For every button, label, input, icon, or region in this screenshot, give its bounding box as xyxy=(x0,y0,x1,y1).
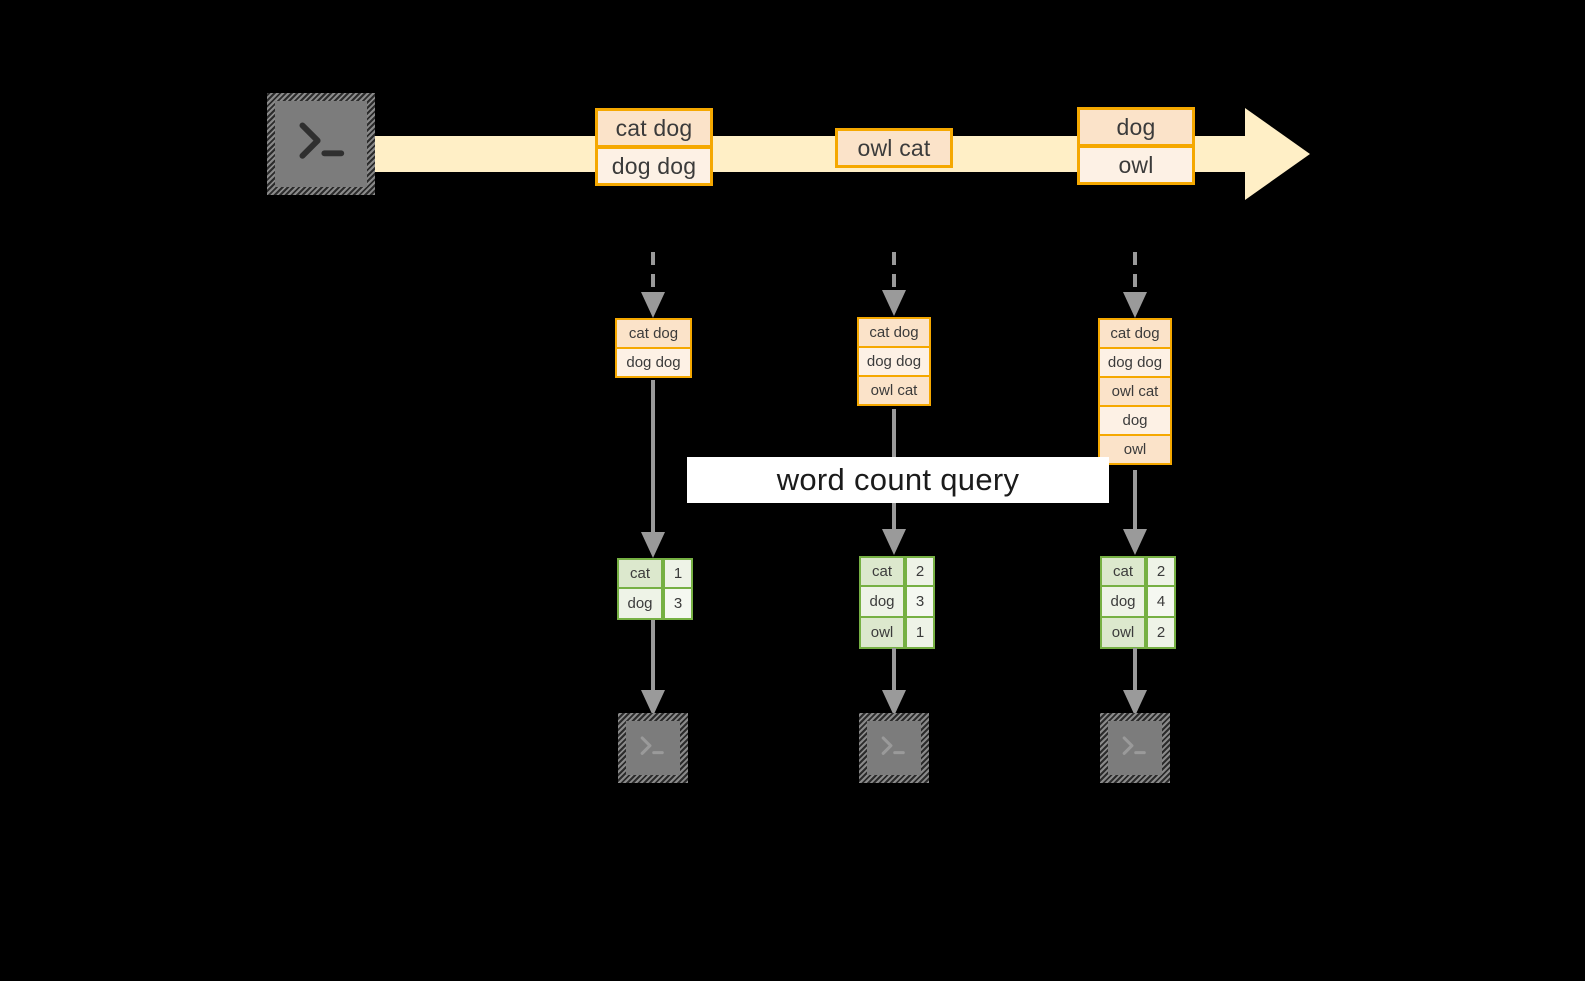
connector-log-to-result-col-0 xyxy=(641,380,665,558)
table-row: cat 2 xyxy=(859,556,935,587)
connector-dashed-col-1 xyxy=(882,252,906,316)
stream-record-2-line-1: owl xyxy=(1077,145,1195,185)
connector-log-to-result-col-2 xyxy=(1123,470,1147,555)
result-word-cell: owl xyxy=(1100,618,1146,649)
connector-result-to-sink-col-2 xyxy=(1123,648,1147,716)
log-row: dog dog xyxy=(615,347,692,378)
log-row: dog dog xyxy=(1098,347,1172,378)
log-row: dog dog xyxy=(857,346,931,377)
result-count-cell: 1 xyxy=(663,558,693,589)
result-word-cell: dog xyxy=(1100,587,1146,618)
terminal-body xyxy=(626,721,680,775)
table-row: dog 3 xyxy=(859,587,935,618)
terminal-prompt-icon xyxy=(1122,736,1146,755)
log-row: cat dog xyxy=(1098,318,1172,349)
connector-dashed-col-0 xyxy=(641,252,665,318)
table-row: owl 1 xyxy=(859,618,935,649)
result-table-col-2: cat 2 dog 4 owl 2 xyxy=(1100,556,1176,649)
table-row: dog 3 xyxy=(617,589,693,620)
result-count-cell: 2 xyxy=(1146,556,1176,587)
result-word-cell: cat xyxy=(1100,556,1146,587)
log-stack-col-2: cat dog dog dog owl cat dog owl xyxy=(1098,318,1172,465)
result-count-cell: 3 xyxy=(905,587,935,618)
connector-result-to-sink-col-0 xyxy=(641,620,665,716)
log-row: cat dog xyxy=(615,318,692,349)
log-stack-col-1: cat dog dog dog owl cat xyxy=(857,317,931,406)
log-row: owl xyxy=(1098,434,1172,465)
result-count-cell: 2 xyxy=(1146,618,1176,649)
log-stack-col-0: cat dog dog dog xyxy=(615,318,692,378)
query-label: word count query xyxy=(687,457,1109,503)
terminal-prompt-icon xyxy=(881,736,905,755)
log-row: dog xyxy=(1098,405,1172,436)
result-word-cell: cat xyxy=(859,556,905,587)
result-word-cell: dog xyxy=(617,589,663,620)
terminal-body xyxy=(867,721,921,775)
table-row: owl 2 xyxy=(1100,618,1176,649)
table-row: cat 1 xyxy=(617,558,693,589)
result-table-col-0: cat 1 dog 3 xyxy=(617,558,693,620)
source-terminal-icon xyxy=(267,93,375,195)
stream-record-0-line-0: cat dog xyxy=(595,108,713,148)
terminal-prompt-icon xyxy=(299,122,345,159)
log-row: owl cat xyxy=(857,375,931,406)
sink-terminal-icon-col-2 xyxy=(1100,713,1170,783)
result-count-cell: 1 xyxy=(905,618,935,649)
result-table-col-1: cat 2 dog 3 owl 1 xyxy=(859,556,935,649)
terminal-prompt-icon xyxy=(640,736,664,755)
result-word-cell: dog xyxy=(859,587,905,618)
result-count-cell: 2 xyxy=(905,556,935,587)
log-row: owl cat xyxy=(1098,376,1172,407)
stream-record-2-line-0: dog xyxy=(1077,107,1195,147)
result-word-cell: cat xyxy=(617,558,663,589)
sink-terminal-icon-col-1 xyxy=(859,713,929,783)
connector-result-to-sink-col-1 xyxy=(882,648,906,716)
table-row: cat 2 xyxy=(1100,556,1176,587)
connector-dashed-col-2 xyxy=(1123,252,1147,318)
terminal-body xyxy=(1108,721,1162,775)
result-word-cell: owl xyxy=(859,618,905,649)
stream-record-0-line-1: dog dog xyxy=(595,146,713,186)
sink-terminal-icon-col-0 xyxy=(618,713,688,783)
stream-record-1-line-0: owl cat xyxy=(835,128,953,168)
result-count-cell: 3 xyxy=(663,589,693,620)
table-row: dog 4 xyxy=(1100,587,1176,618)
log-row: cat dog xyxy=(857,317,931,348)
terminal-body xyxy=(275,101,367,187)
result-count-cell: 4 xyxy=(1146,587,1176,618)
